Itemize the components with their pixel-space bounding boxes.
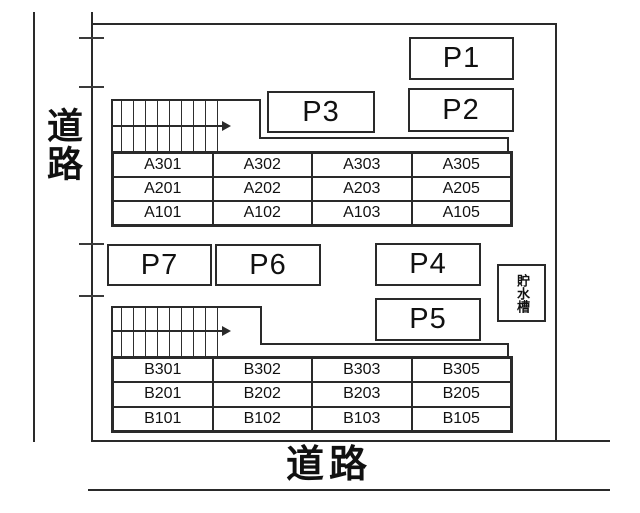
unit-cell: B301 — [113, 358, 213, 383]
unit-cell: A105 — [411, 201, 511, 225]
property-boundary-left — [91, 12, 93, 442]
parking-stall-p4: P4 — [375, 243, 481, 286]
unit-cell: B203 — [312, 382, 412, 407]
unit-cell: B103 — [312, 406, 412, 431]
corridor-b-line — [260, 343, 509, 345]
road-label-left: 道路 — [42, 107, 83, 183]
corridor-b-right-edge — [507, 343, 509, 356]
stairs-a-right-edge — [259, 99, 261, 139]
unit-cell: B305 — [411, 358, 511, 383]
unit-cell: A203 — [312, 177, 412, 201]
stairs-arrow-b — [111, 330, 223, 332]
parking-stall-p2: P2 — [408, 88, 514, 132]
unit-cell: B102 — [212, 406, 312, 431]
unit-cell: A303 — [312, 153, 412, 177]
unit-cell: A205 — [411, 177, 511, 201]
boundary-tick — [79, 243, 104, 245]
unit-cell: B201 — [113, 382, 213, 407]
boundary-tick — [79, 295, 104, 297]
unit-cell: A102 — [212, 201, 312, 225]
corridor-a-right-edge — [507, 137, 509, 152]
stairs-arrowhead-a-icon — [222, 121, 231, 131]
road-label-bottom: 道路 — [286, 444, 373, 486]
unit-cell: B105 — [411, 406, 511, 431]
parking-stall-p1: P1 — [409, 37, 514, 80]
parking-stall-p7: P7 — [107, 244, 212, 286]
unit-cell: B101 — [113, 406, 213, 431]
unit-cell: A201 — [113, 177, 213, 201]
water-tank-label: 貯水槽 — [514, 273, 530, 313]
building-b-unit-table: B301 B302 B303 B305 B201 B202 B203 B205 … — [111, 356, 513, 433]
parking-stall-p3: P3 — [267, 91, 375, 133]
property-boundary-bottom — [91, 440, 610, 442]
stairs-arrow-a — [111, 125, 223, 127]
stairs-a-top-edge — [111, 99, 261, 101]
unit-cell: A301 — [113, 153, 213, 177]
unit-cell: A202 — [212, 177, 312, 201]
boundary-tick — [79, 37, 104, 39]
property-boundary-top — [91, 23, 557, 25]
unit-cell: B202 — [212, 382, 312, 407]
stairs-b-right-edge — [260, 306, 262, 345]
unit-cell: A302 — [212, 153, 312, 177]
stairs-hatch-b-icon — [121, 308, 221, 356]
water-tank: 貯水槽 — [497, 264, 546, 322]
unit-cell: A103 — [312, 201, 412, 225]
parking-stall-p5: P5 — [375, 298, 481, 341]
left-road-line — [33, 12, 35, 442]
boundary-tick — [79, 86, 104, 88]
stairs-arrowhead-b-icon — [222, 326, 231, 336]
unit-cell: B302 — [212, 358, 312, 383]
unit-cell: B303 — [312, 358, 412, 383]
bottom-road-line — [88, 489, 610, 491]
unit-cell: B205 — [411, 382, 511, 407]
corridor-a-line — [259, 137, 509, 139]
property-boundary-right — [555, 23, 557, 442]
stairs-b-top-edge — [111, 306, 262, 308]
unit-cell: A101 — [113, 201, 213, 225]
parking-stall-p6: P6 — [215, 244, 321, 286]
unit-cell: A305 — [411, 153, 511, 177]
building-a-unit-table: A301 A302 A303 A305 A201 A202 A203 A205 … — [111, 151, 513, 227]
